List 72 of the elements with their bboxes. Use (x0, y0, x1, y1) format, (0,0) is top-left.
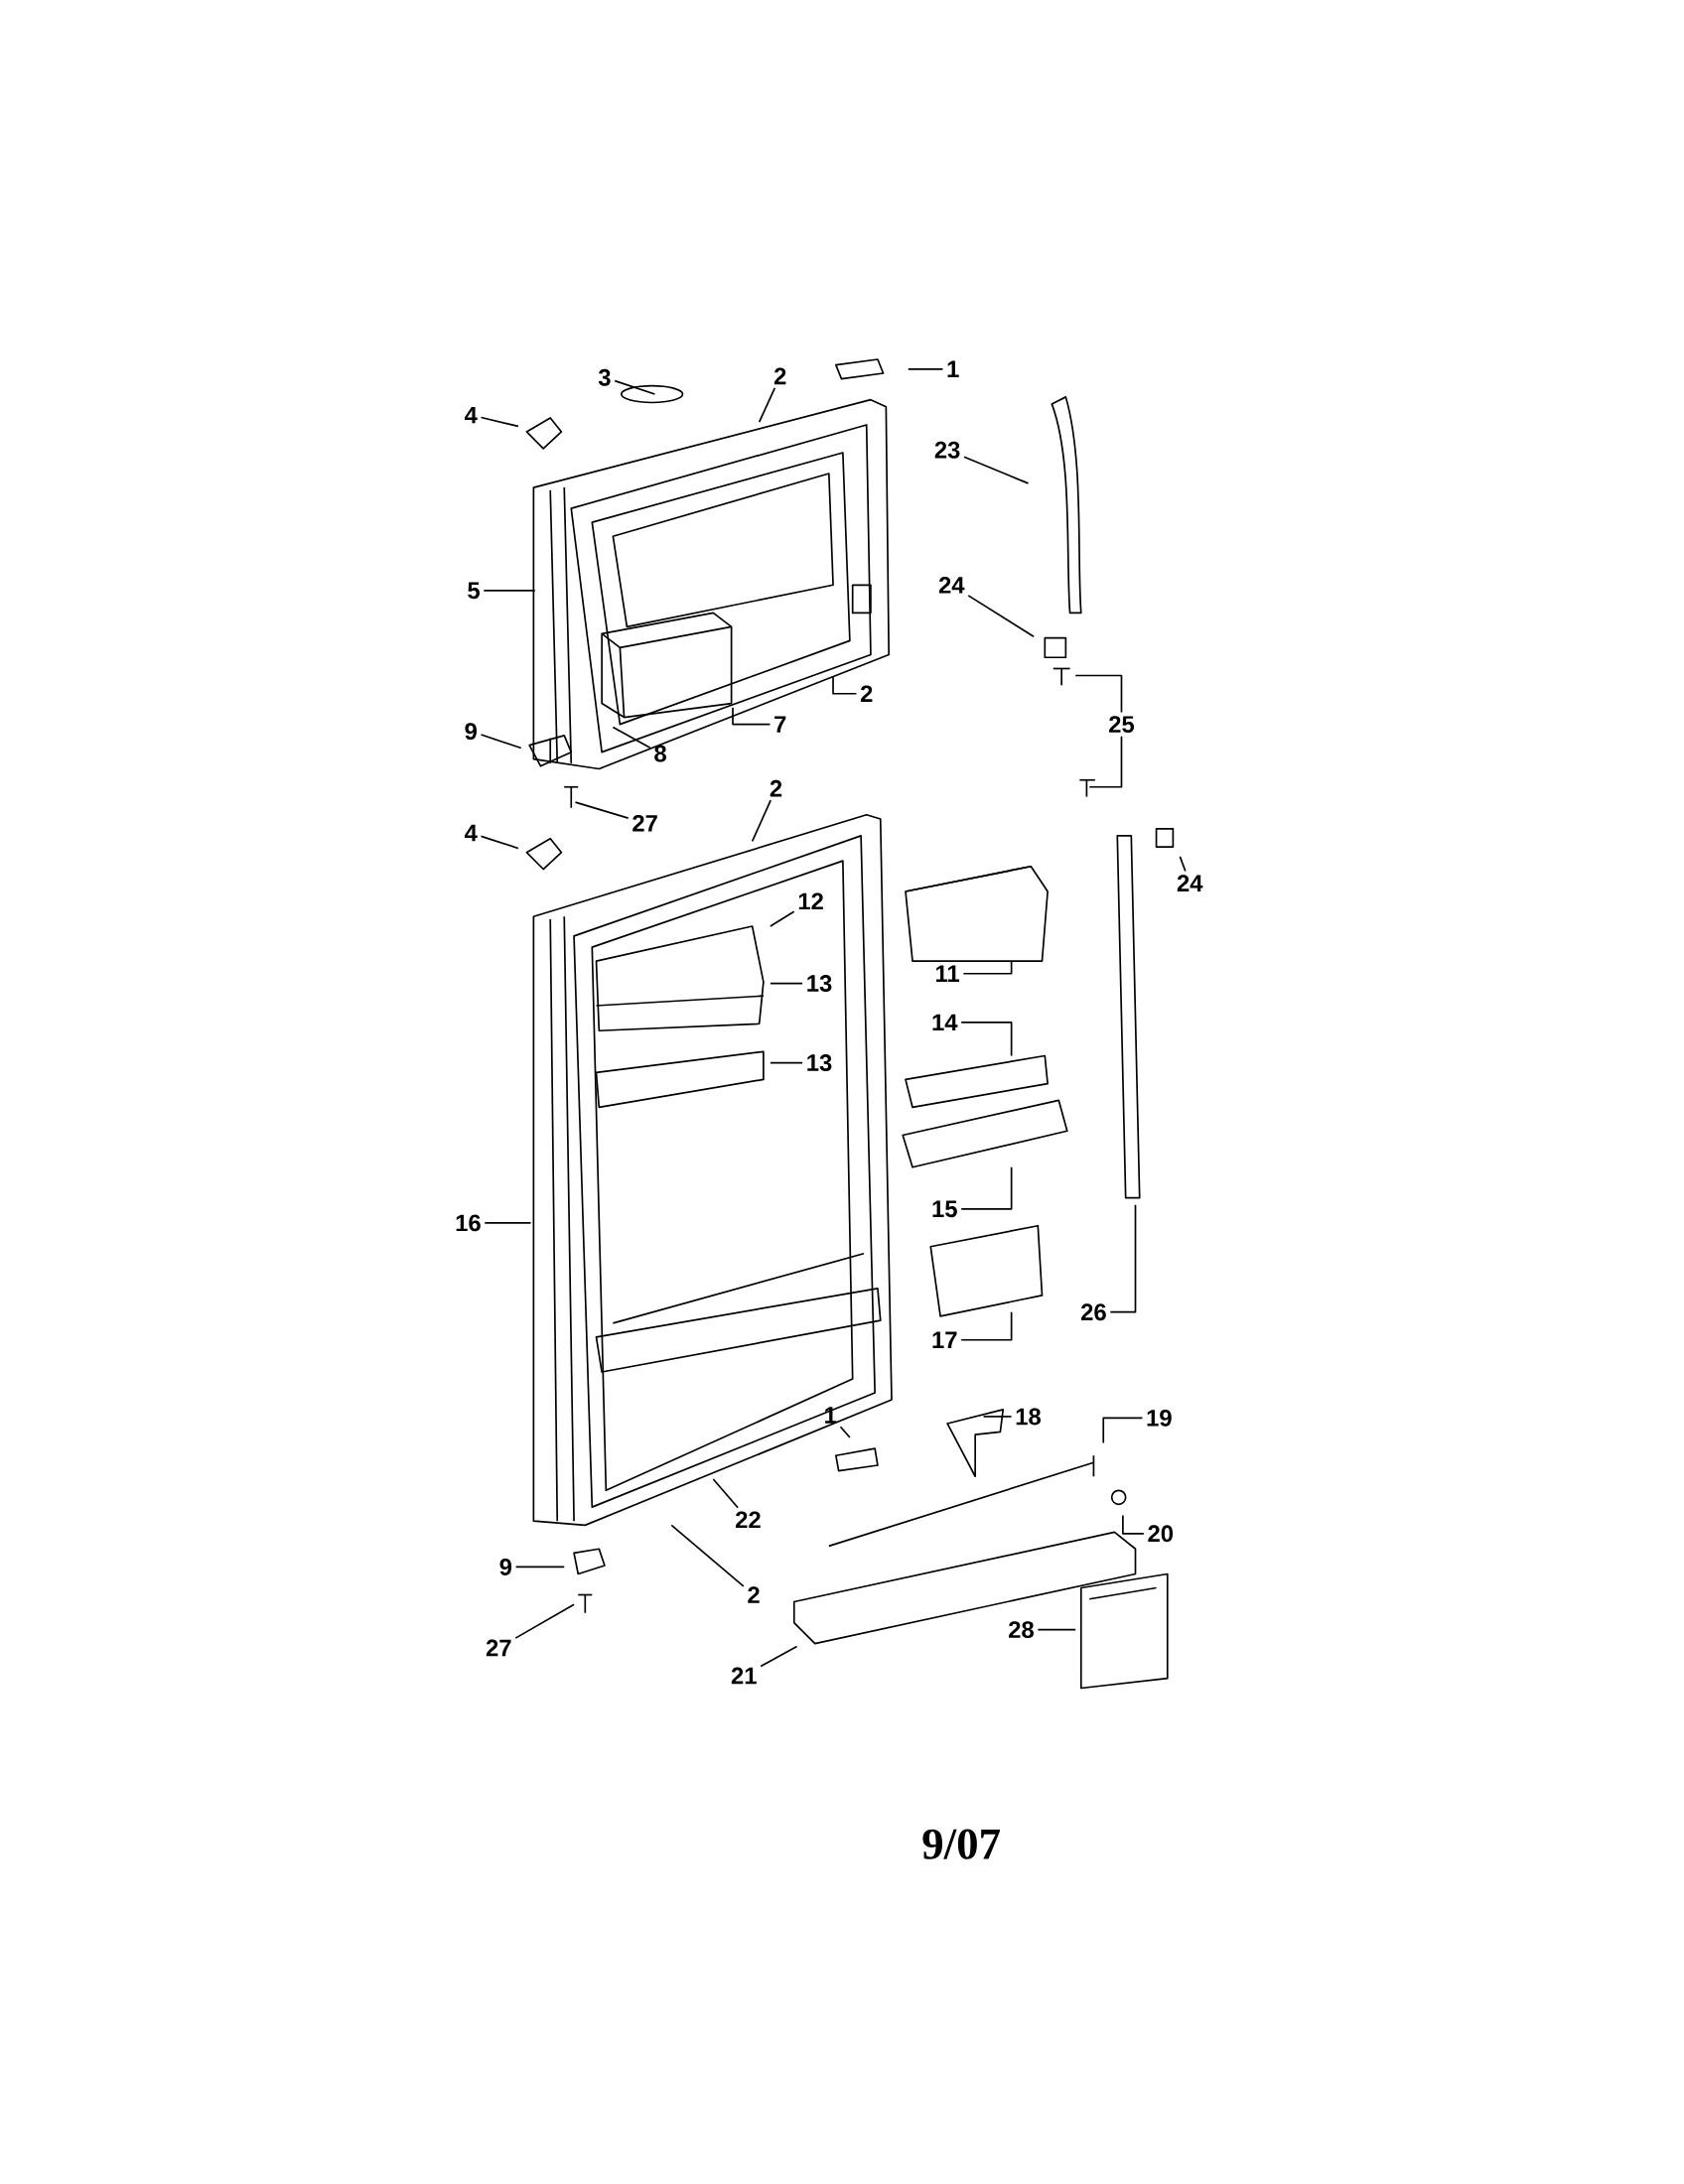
callout-number: 4 (464, 406, 478, 424)
callout-number: 2 (773, 367, 786, 385)
leader-line (982, 1416, 1013, 1418)
leader-line (751, 799, 772, 843)
callout-number: 17 (932, 1331, 957, 1348)
leader-line (769, 910, 795, 927)
leader-line (480, 416, 519, 428)
leader-line (514, 1566, 565, 1569)
callout-number: 9 (499, 1559, 511, 1575)
leader-line (760, 1645, 798, 1668)
leader-line (480, 734, 522, 750)
callout-number: 23 (934, 441, 960, 459)
leader-line (769, 982, 803, 985)
callout-number: 24 (1177, 875, 1203, 891)
callout-number: 19 (1147, 1409, 1172, 1427)
leader-line (960, 1165, 1013, 1210)
leader-line (1179, 856, 1187, 873)
callout-number: 25 (1108, 716, 1134, 734)
callout-number: 22 (735, 1511, 761, 1529)
callout-number: 3 (598, 368, 611, 386)
callout-number: 27 (486, 1639, 511, 1657)
leader-line (1074, 674, 1123, 714)
callout-number: 2 (860, 685, 873, 703)
callout-number: 16 (456, 1214, 481, 1232)
callout-number: 7 (774, 716, 786, 733)
leader-line (769, 1061, 803, 1064)
callout-number: 8 (654, 745, 666, 762)
callout-number: 26 (1080, 1303, 1106, 1321)
callout-number: 4 (464, 824, 478, 842)
callout-number: 24 (938, 576, 965, 594)
leader-line (712, 1478, 739, 1509)
leader-line (1121, 1514, 1145, 1535)
leader-line (907, 367, 944, 370)
callout-number: 13 (807, 975, 832, 993)
leader-line (514, 1603, 575, 1639)
date-code: 9/07 (922, 1829, 1000, 1859)
callout-number: 14 (932, 1014, 958, 1031)
callout-number: 20 (1148, 1525, 1173, 1543)
leader-line (960, 1022, 1013, 1057)
callout-number: 12 (798, 892, 823, 910)
leader-line (614, 379, 656, 395)
callout-number: 1 (824, 1407, 837, 1424)
callout-number: 1 (947, 360, 959, 377)
callout-number: 9 (465, 723, 477, 741)
callout-number: 18 (1016, 1408, 1041, 1426)
leader-line (670, 1524, 745, 1587)
leader-line (960, 1310, 1013, 1341)
callout-number: 15 (932, 1200, 957, 1218)
leader-line (832, 676, 858, 695)
leader-line (483, 590, 536, 592)
leader-line (1088, 735, 1123, 788)
leader-line (484, 1222, 532, 1224)
leader-line (1102, 1417, 1144, 1444)
leader-line (574, 801, 630, 819)
leader-line (1109, 1203, 1137, 1313)
callout-number: 2 (770, 779, 782, 797)
callout-number: 11 (935, 965, 959, 982)
leader-line (612, 726, 651, 750)
callout-number: 5 (468, 582, 480, 600)
leader-line (839, 1426, 851, 1438)
leader-line (963, 456, 1030, 484)
callout-number: 13 (807, 1054, 832, 1071)
callout-number: 28 (1008, 1621, 1034, 1639)
leader-line (962, 960, 1013, 975)
leader-line (967, 595, 1035, 638)
leader-line (480, 835, 519, 850)
leader-line (758, 386, 775, 423)
callout-number: 2 (748, 1586, 760, 1603)
leader-line (732, 706, 772, 726)
leader-line (1037, 1628, 1076, 1631)
callout-number: 21 (731, 1667, 757, 1685)
callout-number: 27 (632, 814, 657, 832)
